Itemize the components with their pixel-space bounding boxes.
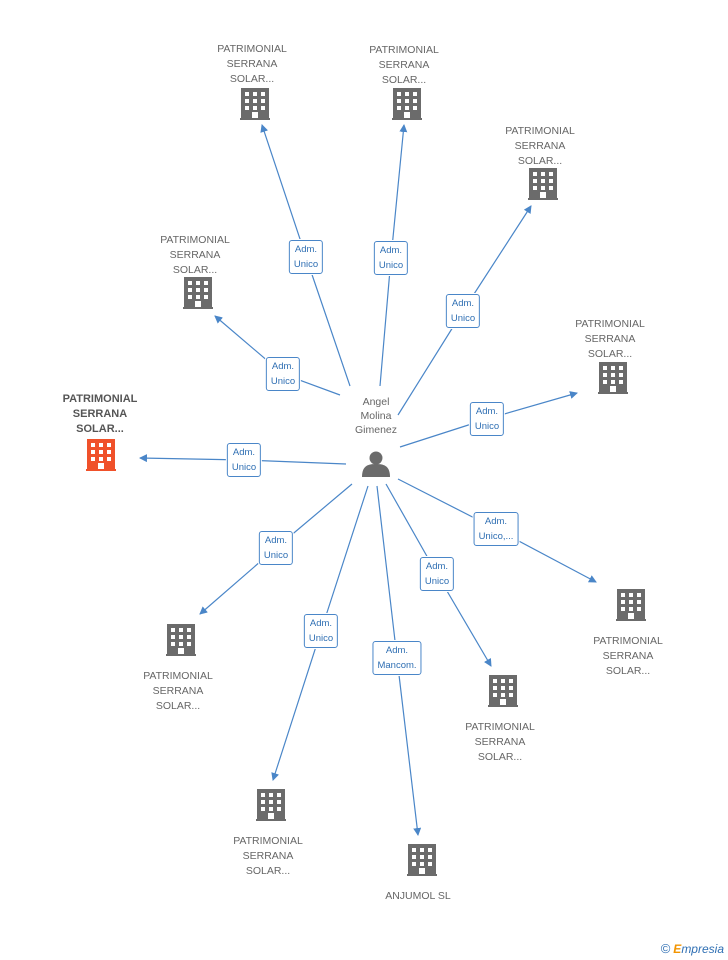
company-label-n5[interactable]: PATRIMONIAL SERRANA SOLAR... bbox=[575, 318, 645, 360]
edge-label-n4[interactable]: Adm. Unico bbox=[265, 357, 301, 391]
building-icon[interactable] bbox=[183, 277, 213, 309]
company-label-n10[interactable]: PATRIMONIAL SERRANA SOLAR... bbox=[233, 835, 303, 877]
edge-label-n6[interactable]: Adm. Unico bbox=[226, 443, 262, 477]
footer-brand: ©Empresia bbox=[661, 941, 724, 956]
company-label-n11[interactable]: ANJUMOL SL bbox=[385, 890, 451, 902]
person-icon[interactable] bbox=[362, 451, 390, 478]
company-label-n8[interactable]: PATRIMONIAL SERRANA SOLAR... bbox=[143, 670, 213, 712]
edge-label-n10[interactable]: Adm. Unico bbox=[303, 614, 339, 648]
building-icon[interactable] bbox=[166, 624, 196, 656]
building-icon[interactable] bbox=[86, 439, 116, 471]
brand-name: mpresia bbox=[681, 942, 724, 956]
company-label-n4[interactable]: PATRIMONIAL SERRANA SOLAR... bbox=[160, 234, 230, 276]
company-label-n3[interactable]: PATRIMONIAL SERRANA SOLAR... bbox=[505, 125, 575, 167]
company-label-n6[interactable]: PATRIMONIAL SERRANA SOLAR... bbox=[62, 393, 138, 435]
center-person-name[interactable]: Angel Molina Gimenez bbox=[354, 396, 397, 436]
building-icon[interactable] bbox=[488, 675, 518, 707]
company-label-n2[interactable]: PATRIMONIAL SERRANA SOLAR... bbox=[369, 44, 439, 86]
edge-label-n7[interactable]: Adm. Unico,... bbox=[473, 512, 519, 546]
company-label-n9[interactable]: PATRIMONIAL SERRANA SOLAR... bbox=[465, 721, 535, 763]
company-label-n7[interactable]: PATRIMONIAL SERRANA SOLAR... bbox=[593, 635, 663, 677]
copyright-icon: © bbox=[660, 941, 671, 956]
edge-label-n11[interactable]: Adm. Mancom. bbox=[372, 641, 422, 675]
building-icon[interactable] bbox=[528, 168, 558, 200]
building-icon[interactable] bbox=[407, 844, 437, 876]
brand-logo-letter: E bbox=[673, 942, 682, 956]
edge-label-n2[interactable]: Adm. Unico bbox=[373, 241, 409, 275]
edge-label-n5[interactable]: Adm. Unico bbox=[469, 402, 505, 436]
edge-label-n3[interactable]: Adm. Unico bbox=[445, 294, 481, 328]
building-icon[interactable] bbox=[240, 88, 270, 120]
edge-label-n9[interactable]: Adm. Unico bbox=[419, 557, 455, 591]
building-icon[interactable] bbox=[392, 88, 422, 120]
building-icon[interactable] bbox=[256, 789, 286, 821]
building-icon[interactable] bbox=[616, 589, 646, 621]
edge-label-n1[interactable]: Adm. Unico bbox=[288, 240, 324, 274]
edge-label-n8[interactable]: Adm. Unico bbox=[258, 531, 294, 565]
building-icon[interactable] bbox=[598, 362, 628, 394]
company-label-n1[interactable]: PATRIMONIAL SERRANA SOLAR... bbox=[217, 43, 287, 85]
